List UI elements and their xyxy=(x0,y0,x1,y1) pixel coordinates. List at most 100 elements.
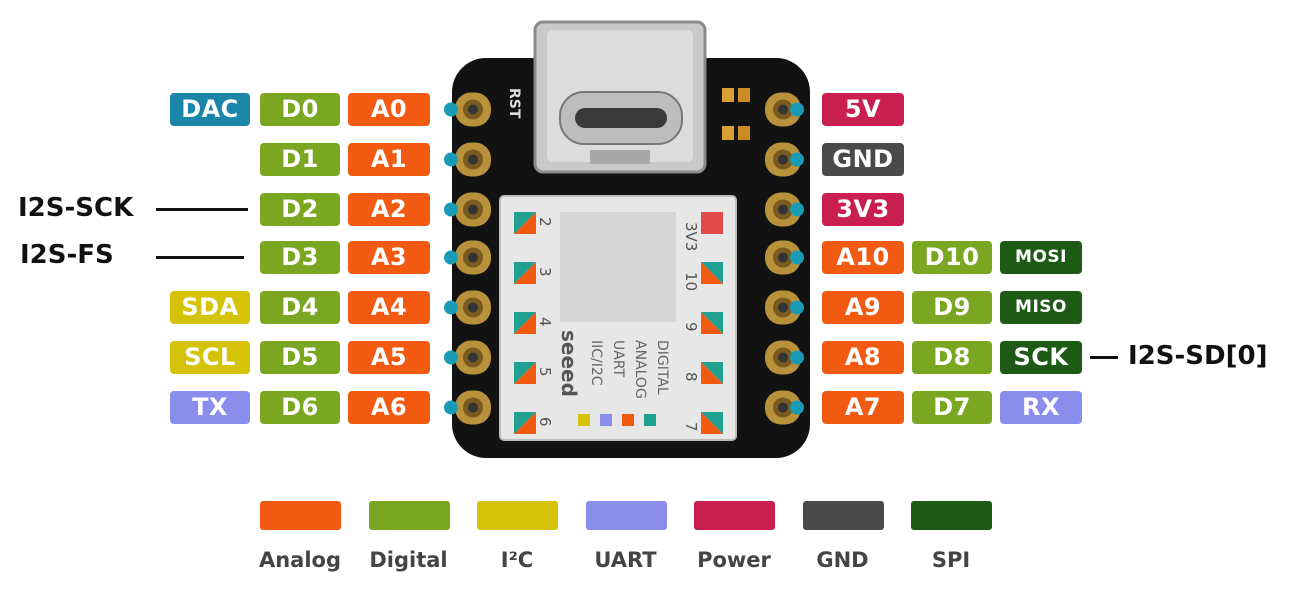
pin-marker xyxy=(514,312,536,334)
pin-tag-d6: D6 xyxy=(260,391,340,424)
pin-tag-a4: A4 xyxy=(348,291,430,324)
i2s-sck-line xyxy=(156,208,248,211)
left-pad-1 xyxy=(444,142,491,177)
led-2 xyxy=(722,126,734,140)
pin-dot xyxy=(444,250,458,265)
legend-swatch-analog xyxy=(260,501,341,530)
legend-swatch-gnd xyxy=(802,501,884,530)
legend-swatch-digital xyxy=(368,501,450,530)
pin-tag-a8: A8 xyxy=(822,341,904,374)
pin-marker xyxy=(701,312,723,334)
legend-swatch-i2c xyxy=(477,501,558,530)
pin-dot xyxy=(790,102,804,117)
right-pad-5 xyxy=(765,340,804,375)
module-pin-markers xyxy=(514,212,723,434)
pin-tag-a10: A10 xyxy=(822,241,904,274)
pin-tag-a3: A3 xyxy=(348,241,430,274)
pin-tag-mosi: MOSI xyxy=(1000,241,1082,274)
pin-marker xyxy=(514,262,536,284)
silk-left-2: 2 xyxy=(536,217,554,227)
silk-right-9: 9 xyxy=(682,322,700,332)
pin-tag-d5: D5 xyxy=(260,341,340,374)
pin-tag-5v: 5V xyxy=(822,93,904,126)
pin-dot xyxy=(790,400,804,415)
pin-tag-gnd: GND xyxy=(822,143,904,176)
right-pad-3 xyxy=(765,240,804,275)
pin-marker xyxy=(701,412,723,434)
pin-dot xyxy=(444,350,458,365)
chip-legend-1: UART xyxy=(610,340,626,378)
chip-legend-2: ANALOG xyxy=(632,340,648,399)
pin-marker xyxy=(701,262,723,284)
pin-tag-d1: D1 xyxy=(260,143,340,176)
right-pad-0 xyxy=(765,92,804,127)
pin-tag-d4: D4 xyxy=(260,291,340,324)
right-pad-2 xyxy=(765,192,804,227)
legend-label-i2c: I²C xyxy=(500,548,534,572)
pin-dot xyxy=(444,152,458,167)
pin-tag-tx: TX xyxy=(170,391,250,424)
left-pad-3 xyxy=(444,240,491,275)
i2s-sck-label: I2S-SCK xyxy=(18,193,134,223)
pin-tag-d7: D7 xyxy=(912,391,992,424)
silk-right-numbers: 3V3 10 9 8 7 xyxy=(682,222,700,432)
left-pad-5 xyxy=(444,340,491,375)
pin-tag-rx: RX xyxy=(1000,391,1082,424)
pin-dot xyxy=(444,400,458,415)
led-1 xyxy=(722,88,734,102)
pin-tag-a2: A2 xyxy=(348,193,430,226)
pin-dot xyxy=(444,202,458,217)
pin-dot xyxy=(444,102,458,117)
seeed-brand: seeed xyxy=(557,330,581,397)
pin-tag-d3: D3 xyxy=(260,241,340,274)
silk-left-5: 5 xyxy=(536,367,554,377)
silk-right-3V3: 3V3 xyxy=(682,222,700,251)
pin-marker xyxy=(514,362,536,384)
silk-right-7: 7 xyxy=(682,422,700,432)
silk-right-10: 10 xyxy=(682,272,700,291)
pin-dot xyxy=(790,152,804,167)
pin-tag-d0: D0 xyxy=(260,93,340,126)
pin-tag-a9: A9 xyxy=(822,291,904,324)
silk-left-numbers: 2 3 4 5 6 xyxy=(536,217,554,427)
pin-dot xyxy=(790,202,804,217)
left-pad-6 xyxy=(444,390,491,425)
i2s-fs-line xyxy=(156,256,244,259)
pin-tag-miso: MISO xyxy=(1000,291,1082,324)
pin-tag-a7: A7 xyxy=(822,391,904,424)
pin-tag-d9: D9 xyxy=(912,291,992,324)
legend-label-digital: Digital xyxy=(369,548,448,572)
left-pad-4 xyxy=(444,290,491,325)
i2s-sd-label: I2S-SD[0] xyxy=(1128,341,1268,371)
pin-marker xyxy=(701,362,723,384)
pin-marker xyxy=(514,412,536,434)
legend-label-gnd: GND xyxy=(816,548,869,572)
legend-label-analog: Analog xyxy=(258,548,342,572)
pin-tag-dac: DAC xyxy=(170,93,250,126)
pin-tag-d10: D10 xyxy=(912,241,992,274)
right-pad-6 xyxy=(765,390,804,425)
legend-swatch-power xyxy=(694,501,775,530)
silk-right-8: 8 xyxy=(682,372,700,382)
silk-left-6: 6 xyxy=(536,417,554,427)
castellated-pads xyxy=(444,92,804,425)
pin-tag-a0: A0 xyxy=(348,93,430,126)
i2s-sd-line xyxy=(1090,356,1118,359)
legend-label-power: Power xyxy=(697,548,771,572)
legend-swatch-uart xyxy=(585,501,667,530)
silk-left-4: 4 xyxy=(536,317,554,327)
legend-label-spi: SPI xyxy=(931,548,971,572)
silk-left-3: 3 xyxy=(536,267,554,277)
right-pad-1 xyxy=(765,142,804,177)
pin-tag-a1: A1 xyxy=(348,143,430,176)
rst-silk-label: RST xyxy=(506,88,522,119)
pin-dot xyxy=(444,300,458,315)
pin-marker xyxy=(514,212,536,234)
legend-label-uart: UART xyxy=(594,548,657,572)
pin-tag-d2: D2 xyxy=(260,193,340,226)
pin-tag-a5: A5 xyxy=(348,341,430,374)
pin-dot xyxy=(790,300,804,315)
pin-tag-scl: SCL xyxy=(170,341,250,374)
pin-tag-a6: A6 xyxy=(348,391,430,424)
